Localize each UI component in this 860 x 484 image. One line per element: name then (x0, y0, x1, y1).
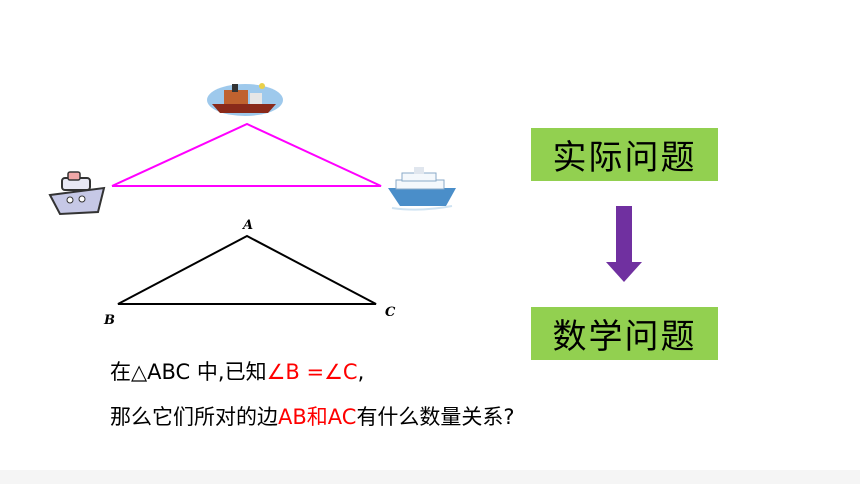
down-arrow-icon (606, 206, 642, 282)
question-line-1: 在△ABC 中,已知∠B =∠C, (110, 356, 364, 386)
sides-ab-ac: AB和AC (278, 405, 357, 429)
question-line-2-part1: 那么它们所对的边 (110, 405, 278, 429)
vertex-a-label: A (241, 218, 253, 233)
bottom-band (0, 470, 860, 484)
vertex-c-label: C (385, 305, 396, 320)
cargo-ship-icon (207, 83, 283, 116)
left-ship-icon (48, 171, 106, 216)
question-line-2-part3: 有什么数量关系? (356, 405, 515, 429)
question-line-1-part3: , (357, 360, 365, 384)
real-problem-box: 实际问题 (531, 128, 718, 181)
cruise-ship-icon (388, 167, 456, 211)
question-line-2: 那么它们所对的边AB和AC有什么数量关系? (110, 401, 515, 431)
vertex-b-label: B (103, 313, 115, 328)
question-line-1-part1: 在△ABC 中,已知 (110, 360, 267, 384)
triangle-abc (117, 234, 377, 305)
angle-equality: ∠B =∠C (266, 360, 358, 384)
ship-route-triangle (111, 122, 382, 187)
math-problem-box: 数学问题 (531, 307, 718, 360)
